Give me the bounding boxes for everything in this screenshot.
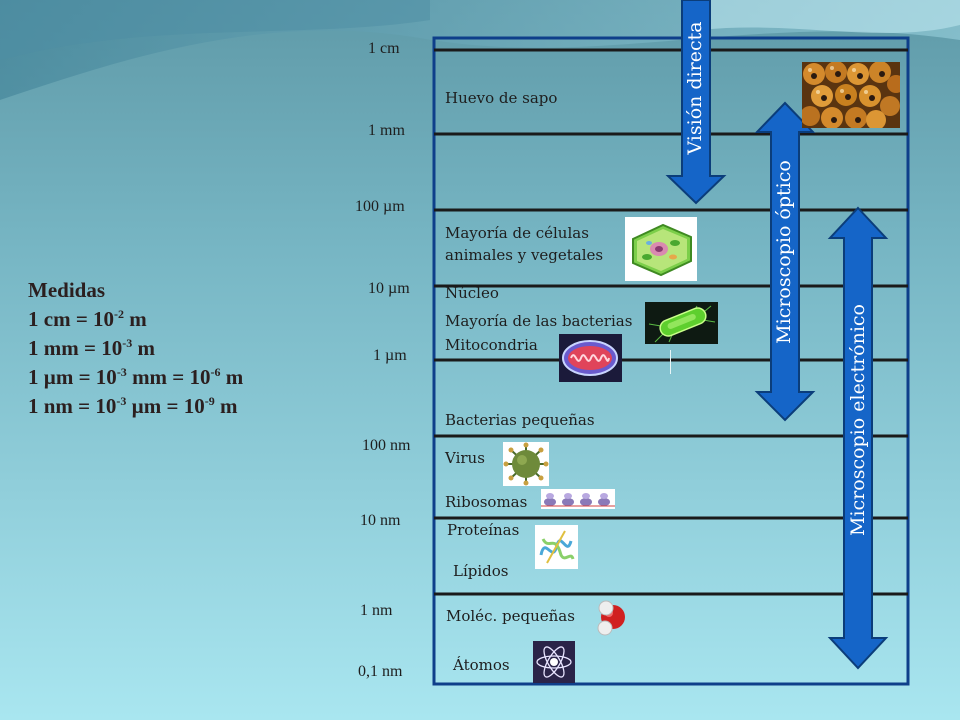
optical-arrow-label: Microscopio óptico [773,160,795,344]
scale-label-10nm: 10 nm [360,512,401,529]
label-ribosomas: Ribosomas [445,493,528,511]
scale-label-100nm: 100 nm [362,437,411,454]
measures-line: 1 nm = 10-3 µm = 10-9 m [28,394,238,418]
scale-label-1nm: 1 nm [360,602,393,619]
small-molecule-image [597,600,625,636]
atom-image [533,641,575,683]
measures-block: Medidas 1 cm = 10-2 m 1 mm = 10-3 m 1 µm =… [28,276,243,421]
label-nucleo: Núcleo [445,284,499,302]
plant-cell-image [625,217,697,281]
bacteria-image [645,302,718,344]
label-proteinas: Proteínas [447,521,520,539]
label-atomos: Átomos [453,656,510,674]
label-molec-pequenas: Moléc. pequeñas [446,607,575,625]
toad-eggs-image [802,62,900,128]
measures-line: 1 µm = 10-3 mm = 10-6 m [28,365,244,389]
measures-title: Medidas [28,278,106,302]
scale-label-10um: 10 µm [368,280,410,297]
virus-image [503,442,549,486]
measures-lines: 1 cm = 10-2 m 1 mm = 10-3 m 1 µm = 10-3 mm… [28,305,243,421]
label-celulas-1: Mayoría de células [445,224,589,242]
label-lipidos: Lípidos [453,562,509,580]
label-virus: Virus [445,449,485,467]
ribosomes-image [541,489,615,509]
vision-arrow-label: Visión directa [684,21,706,155]
label-mitocondria: Mitocondria [445,336,538,354]
label-celulas-2: animales y vegetales [445,246,604,264]
scale-label-100um: 100 µm [355,198,405,215]
bacteria-scale-tick [670,350,671,374]
electron-arrow-label: Microscopio electrónico [847,304,869,536]
label-bacterias-pequenas: Bacterias pequeñas [445,411,595,429]
mitochondria-image [559,334,622,382]
electron-arrow [827,206,889,670]
label-bacterias: Mayoría de las bacterias [445,312,633,330]
scale-label-1cm: 1 cm [368,40,400,57]
protein-image [535,525,578,569]
scale-label-01nm: 0,1 nm [358,663,403,680]
scale-label-1mm: 1 mm [368,122,405,139]
measures-line: 1 cm = 10-2 m [28,307,147,331]
optical-arrow [754,101,816,422]
measures-line: 1 mm = 10-3 m [28,336,155,360]
scale-label-1um: 1 µm [373,347,407,364]
vision-arrow [665,0,727,205]
label-huevo: Huevo de sapo [445,89,558,107]
